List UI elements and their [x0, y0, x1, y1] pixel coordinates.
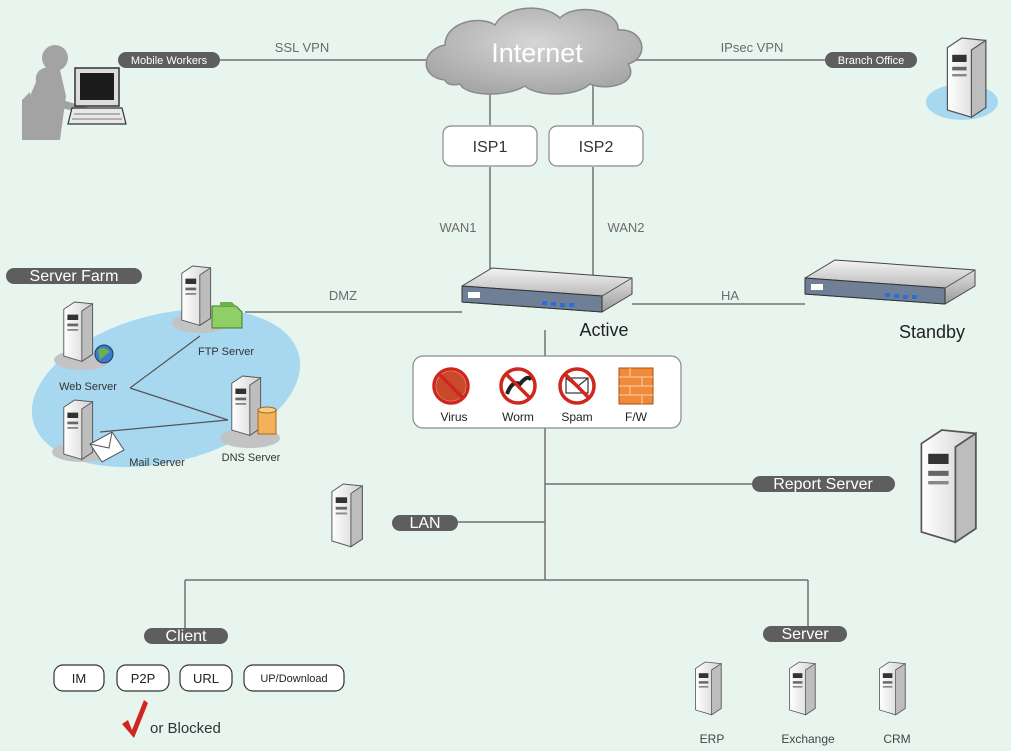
tag-up-download: UP/Download	[243, 664, 345, 692]
isp1-label: ISP1	[473, 139, 508, 156]
dns-server-icon	[220, 375, 280, 448]
svg-text:UP/Download: UP/Download	[260, 673, 327, 685]
svg-text:URL: URL	[193, 671, 219, 686]
exchange-label: Exchange	[781, 732, 835, 746]
branch-office-label: Branch Office	[838, 55, 904, 67]
wan2-label: WAN2	[607, 220, 644, 235]
crm-label: CRM	[883, 732, 910, 746]
virus-blocked-icon	[432, 367, 470, 405]
active-appliance-icon	[461, 267, 633, 313]
firewall-label: F/W	[625, 410, 648, 424]
report-server-pill: Report Server	[752, 476, 895, 493]
virus-label: Virus	[440, 410, 467, 424]
erp-label: ERP	[700, 732, 725, 746]
lan-server-icon	[331, 483, 363, 548]
client-pill: Client	[144, 628, 228, 645]
server-group-pill: Server	[763, 626, 847, 643]
web-server-icon	[54, 301, 114, 370]
spam-blocked-icon	[558, 367, 596, 405]
security-services-box: Virus Worm Spam F/W	[412, 355, 682, 429]
spam-label: Spam	[561, 410, 592, 424]
exchange-server-icon	[789, 661, 816, 716]
isp1-box: ISP1	[442, 125, 538, 167]
report-server-label: Report Server	[773, 476, 873, 493]
client-tags: IM P2P URL UP/Download	[53, 664, 345, 692]
isp2-box: ISP2	[548, 125, 644, 167]
firewall-icon	[618, 367, 654, 405]
ipsec-vpn-label: IPsec VPN	[721, 40, 784, 55]
branch-office-server-icon	[926, 37, 998, 120]
mail-server-label: Mail Server	[129, 457, 185, 469]
erp-server-icon	[695, 661, 722, 716]
tag-p2p: P2P	[116, 664, 170, 692]
mobile-workers-label: Mobile Workers	[131, 55, 208, 67]
lan-pill: LAN	[392, 515, 458, 532]
tag-im: IM	[53, 664, 105, 692]
report-server-icon	[920, 429, 977, 544]
ftp-server-icon	[172, 265, 243, 333]
isp2-label: ISP2	[579, 139, 614, 156]
connection-lines	[184, 59, 825, 628]
server-group-title: Server	[781, 626, 829, 643]
server-farm-title: Server Farm	[30, 268, 119, 285]
crm-server-icon	[879, 661, 906, 716]
active-label: Active	[579, 320, 628, 340]
ftp-server-label: FTP Server	[198, 346, 254, 358]
server-farm-pill: Server Farm	[6, 268, 142, 285]
blocked-note-label: or Blocked	[150, 720, 221, 737]
web-server-label: Web Server	[59, 381, 117, 393]
branch-office-pill: Branch Office	[825, 52, 917, 68]
mail-server-icon	[52, 399, 125, 463]
mobile-worker-icon	[22, 45, 127, 140]
svg-text:P2P: P2P	[131, 671, 156, 686]
worm-label: Worm	[502, 410, 534, 424]
check-mark-icon	[122, 700, 148, 738]
internet-cloud: Internet	[425, 7, 643, 95]
dns-server-label: DNS Server	[222, 452, 281, 464]
tag-url: URL	[179, 664, 233, 692]
server-farm: FTP Server Web Server Mail Server DNS Se…	[31, 265, 301, 469]
blocked-note: or Blocked	[122, 700, 221, 738]
mobile-workers-pill: Mobile Workers	[118, 52, 220, 68]
internet-label: Internet	[491, 38, 583, 68]
client-title: Client	[166, 628, 207, 645]
worm-blocked-icon	[499, 367, 537, 405]
ha-label: HA	[721, 288, 739, 303]
lan-label: LAN	[409, 515, 440, 532]
dmz-label: DMZ	[329, 288, 357, 303]
wan1-label: WAN1	[439, 220, 476, 235]
standby-label: Standby	[899, 322, 965, 342]
standby-appliance-icon	[804, 259, 976, 305]
ssl-vpn-label: SSL VPN	[275, 40, 329, 55]
svg-text:IM: IM	[72, 671, 86, 686]
